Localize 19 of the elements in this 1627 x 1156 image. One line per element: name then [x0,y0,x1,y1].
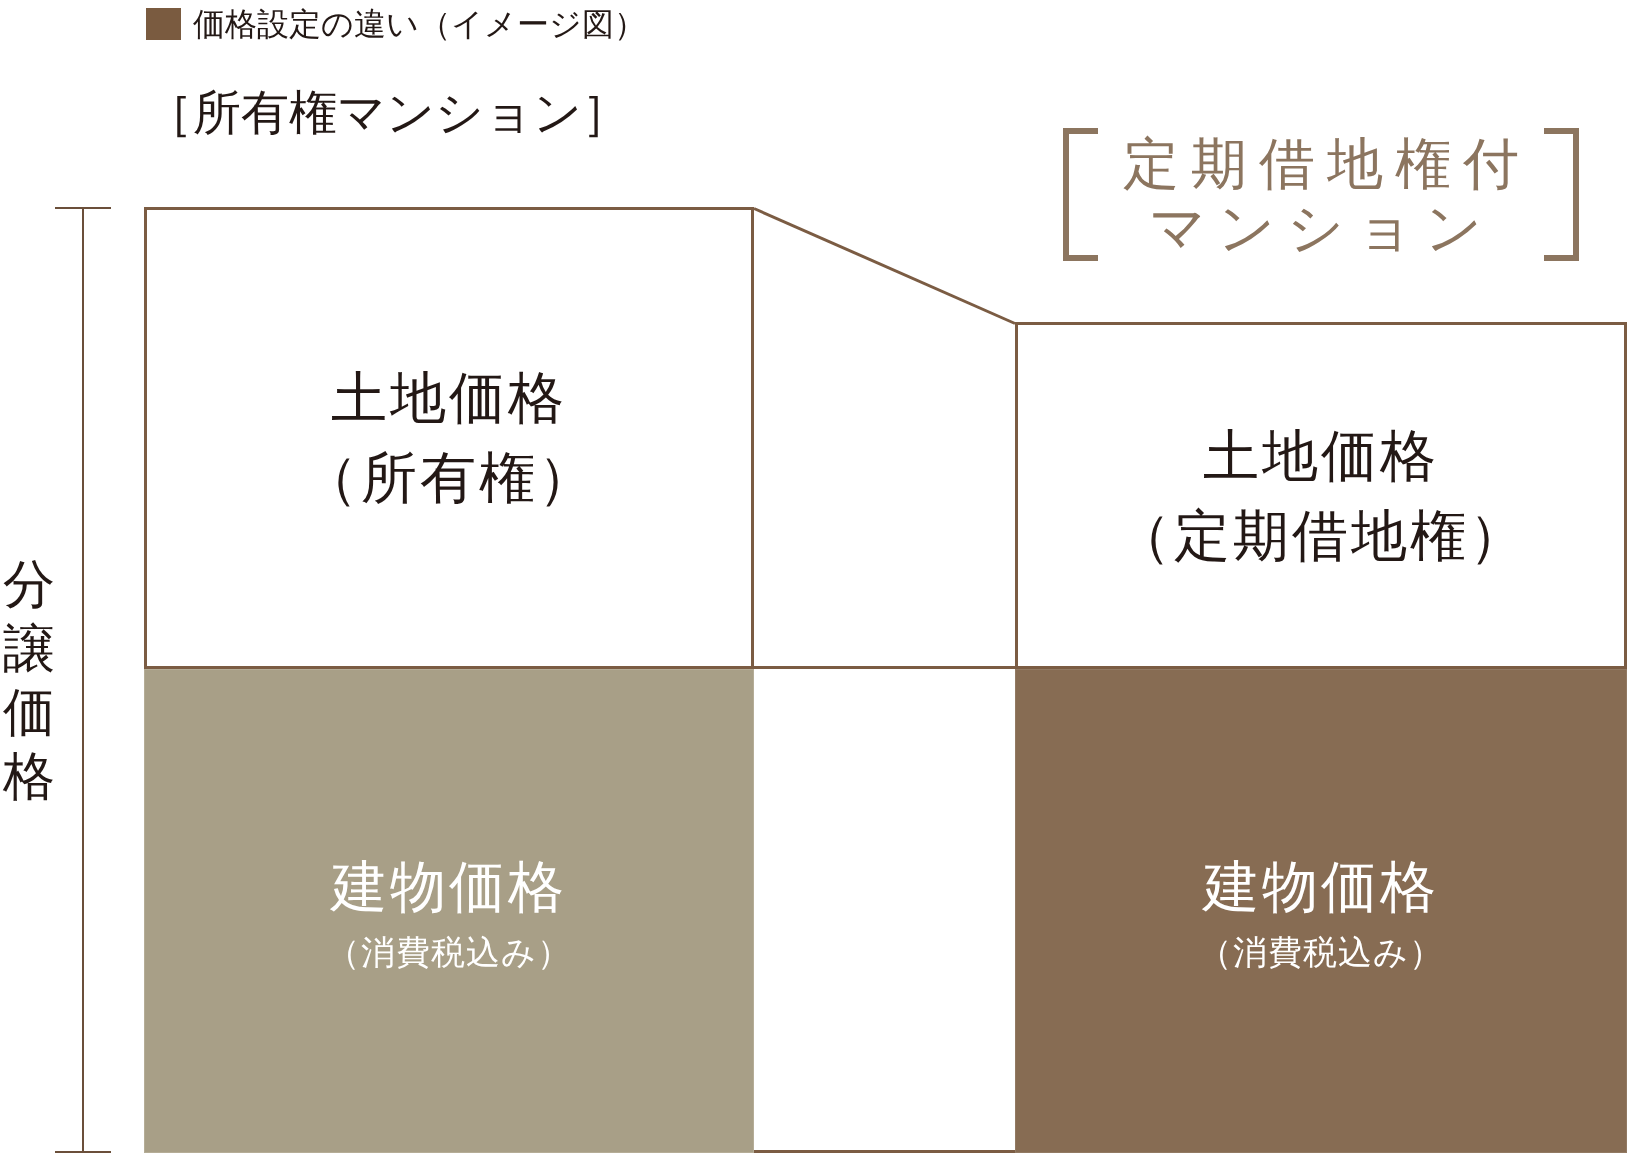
price-note: （定期借地権） [1114,501,1528,570]
price-heading: 建物価格 [1203,853,1439,921]
column-heading: ［所有権マンション］ [145,83,630,142]
price-note: （所有権） [301,444,597,512]
price-note: （消費税込み） [1198,931,1444,974]
building-price-box [1015,669,1627,1153]
building-price-box [144,669,754,1153]
dimension-label: 分譲価格 [2,553,56,808]
connector-line [753,207,1016,325]
diagram-title: 価格設定の違い（イメージ図） [193,4,646,44]
land-price-box [1015,322,1627,669]
connector-line [754,666,1015,669]
land-price-box [144,207,754,669]
connector-line [754,1150,1015,1153]
price-heading: 土地価格 [1203,421,1439,490]
column-heading: 定期借地権付マンション [1122,132,1532,260]
price-heading: 土地価格 [331,364,567,432]
price-note: （消費税込み） [326,931,572,974]
price-heading: 建物価格 [331,853,567,921]
